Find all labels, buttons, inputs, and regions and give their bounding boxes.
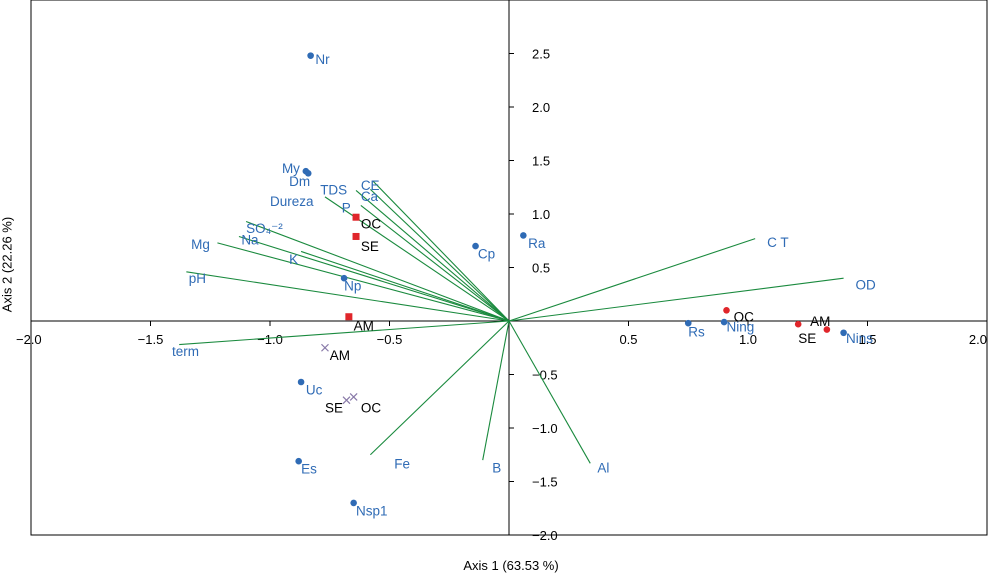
species-label: Rs — [688, 325, 705, 340]
vector-label: Ca — [361, 189, 379, 204]
x-tick-label: 0.5 — [619, 332, 637, 347]
x-tick-label: −2.0 — [16, 332, 42, 347]
x-tick-label: 1.0 — [739, 332, 757, 347]
species-point-nr — [307, 52, 314, 59]
species-label: My — [282, 161, 300, 176]
cross-point-label: SE — [325, 401, 343, 416]
circle-point-am — [794, 320, 802, 328]
species-label: Cp — [478, 247, 495, 262]
vector-line-ce — [372, 180, 510, 322]
cross-stroke — [342, 396, 351, 405]
vector-line-ca — [370, 188, 510, 322]
vector-label: Mg — [191, 237, 210, 252]
y-tick-label: −0.5 — [532, 368, 558, 383]
x-tick-label: −1.5 — [138, 332, 164, 347]
vector-line-ct — [508, 238, 756, 322]
vector-label: Al — [597, 461, 609, 476]
species-label: Ning — [726, 319, 754, 334]
vector-label: C T — [767, 235, 789, 250]
cross-point-am — [321, 343, 329, 352]
vector-line-p — [360, 205, 510, 322]
circle-point-label: OC — [734, 310, 755, 325]
circle-point-label: AM — [810, 314, 830, 329]
species-label: Es — [301, 462, 317, 477]
circle-point-label: SE — [798, 331, 816, 346]
species-label: Ra — [528, 236, 546, 251]
species-point-dm — [304, 170, 312, 177]
vector-label: SO₄⁻² — [246, 221, 283, 236]
square-point-label: SE — [361, 239, 379, 254]
vector-label: Na — [241, 233, 259, 248]
vector-line-ph — [186, 271, 510, 322]
sample-points — [295, 52, 847, 507]
vector-label: TDS — [320, 182, 347, 197]
axes: −2.0 −1.5 −1.0 −0.5 0.5 1.0 1.5 2.0 −2.0 −1.5 −1.0… — [16, 0, 988, 543]
species-point-ning — [720, 318, 728, 326]
vector-line-b — [482, 320, 510, 461]
x-tick-label: −1.0 — [257, 332, 283, 347]
species-label: Dm — [289, 174, 310, 189]
circle-point-se — [823, 326, 831, 333]
y-axis-title: Axis 2 (22.26 %) — [0, 216, 15, 313]
x-tick-label: 2.0 — [969, 332, 987, 347]
cross-point-label: OC — [361, 401, 382, 416]
vector-label: B — [492, 461, 501, 476]
y-tick-label: 2.5 — [532, 47, 550, 62]
species-label: Uc — [306, 382, 323, 397]
circle-point-oc — [723, 307, 730, 314]
vector-line-mg — [217, 242, 510, 322]
cross-stroke — [349, 393, 358, 401]
vector-line-na — [238, 235, 510, 322]
vector-label: CE — [361, 178, 380, 193]
vector-label: K — [289, 252, 298, 267]
y-tick-label: 1.0 — [532, 207, 550, 222]
cross-point-label: AM — [330, 348, 350, 363]
vector-label: pH — [189, 271, 206, 286]
species-label: Nr — [315, 52, 330, 67]
species-label: Nins — [846, 331, 873, 346]
square-point-label: OC — [361, 217, 382, 232]
y-tick-label: −1.0 — [532, 421, 558, 436]
square-point-oc — [352, 213, 360, 221]
cross-stroke — [321, 343, 329, 352]
x-tick-label: −0.5 — [377, 332, 403, 347]
x-axis-title: Axis 1 (63.53 %) — [463, 558, 559, 573]
cross-point-oc — [349, 393, 358, 401]
x-tick-label: 1.5 — [858, 332, 876, 347]
species-label: Nsp1 — [356, 503, 388, 518]
species-point-rs — [684, 319, 692, 327]
square-point-am — [345, 313, 353, 321]
vector-line-al — [508, 320, 591, 464]
vector-line-tds — [355, 190, 510, 322]
y-tick-label: −2.0 — [532, 528, 558, 543]
vector-label: P — [342, 201, 351, 216]
species-point-np — [340, 274, 348, 282]
vector-label: OD — [856, 278, 877, 293]
vector-line-od — [508, 277, 844, 322]
vector-line-term — [179, 320, 510, 346]
vector-line-k — [300, 250, 510, 322]
species-label: Np — [344, 279, 361, 294]
vector-line-fe — [369, 320, 510, 456]
environment-vectors — [179, 180, 844, 464]
cross-point-se — [342, 396, 351, 405]
y-tick-label: −1.5 — [532, 475, 558, 490]
vector-label: term — [172, 344, 199, 359]
species-point-cp — [472, 242, 479, 250]
y-tick-label: 2.0 — [532, 100, 550, 115]
species-point-nins — [840, 329, 847, 337]
y-tick-label: 0.5 — [532, 261, 550, 276]
y-tick-label: 1.5 — [532, 154, 550, 169]
species-point-ra — [520, 232, 527, 239]
square-point-se — [352, 232, 360, 240]
species-point-es — [295, 457, 302, 465]
species-point-uc — [297, 378, 305, 386]
vector-line-so — [245, 220, 510, 322]
vector-label: Dureza — [270, 194, 314, 209]
square-point-label: AM — [354, 318, 374, 333]
species-point-nsp1 — [350, 499, 357, 507]
vector-label: Fe — [394, 456, 410, 471]
